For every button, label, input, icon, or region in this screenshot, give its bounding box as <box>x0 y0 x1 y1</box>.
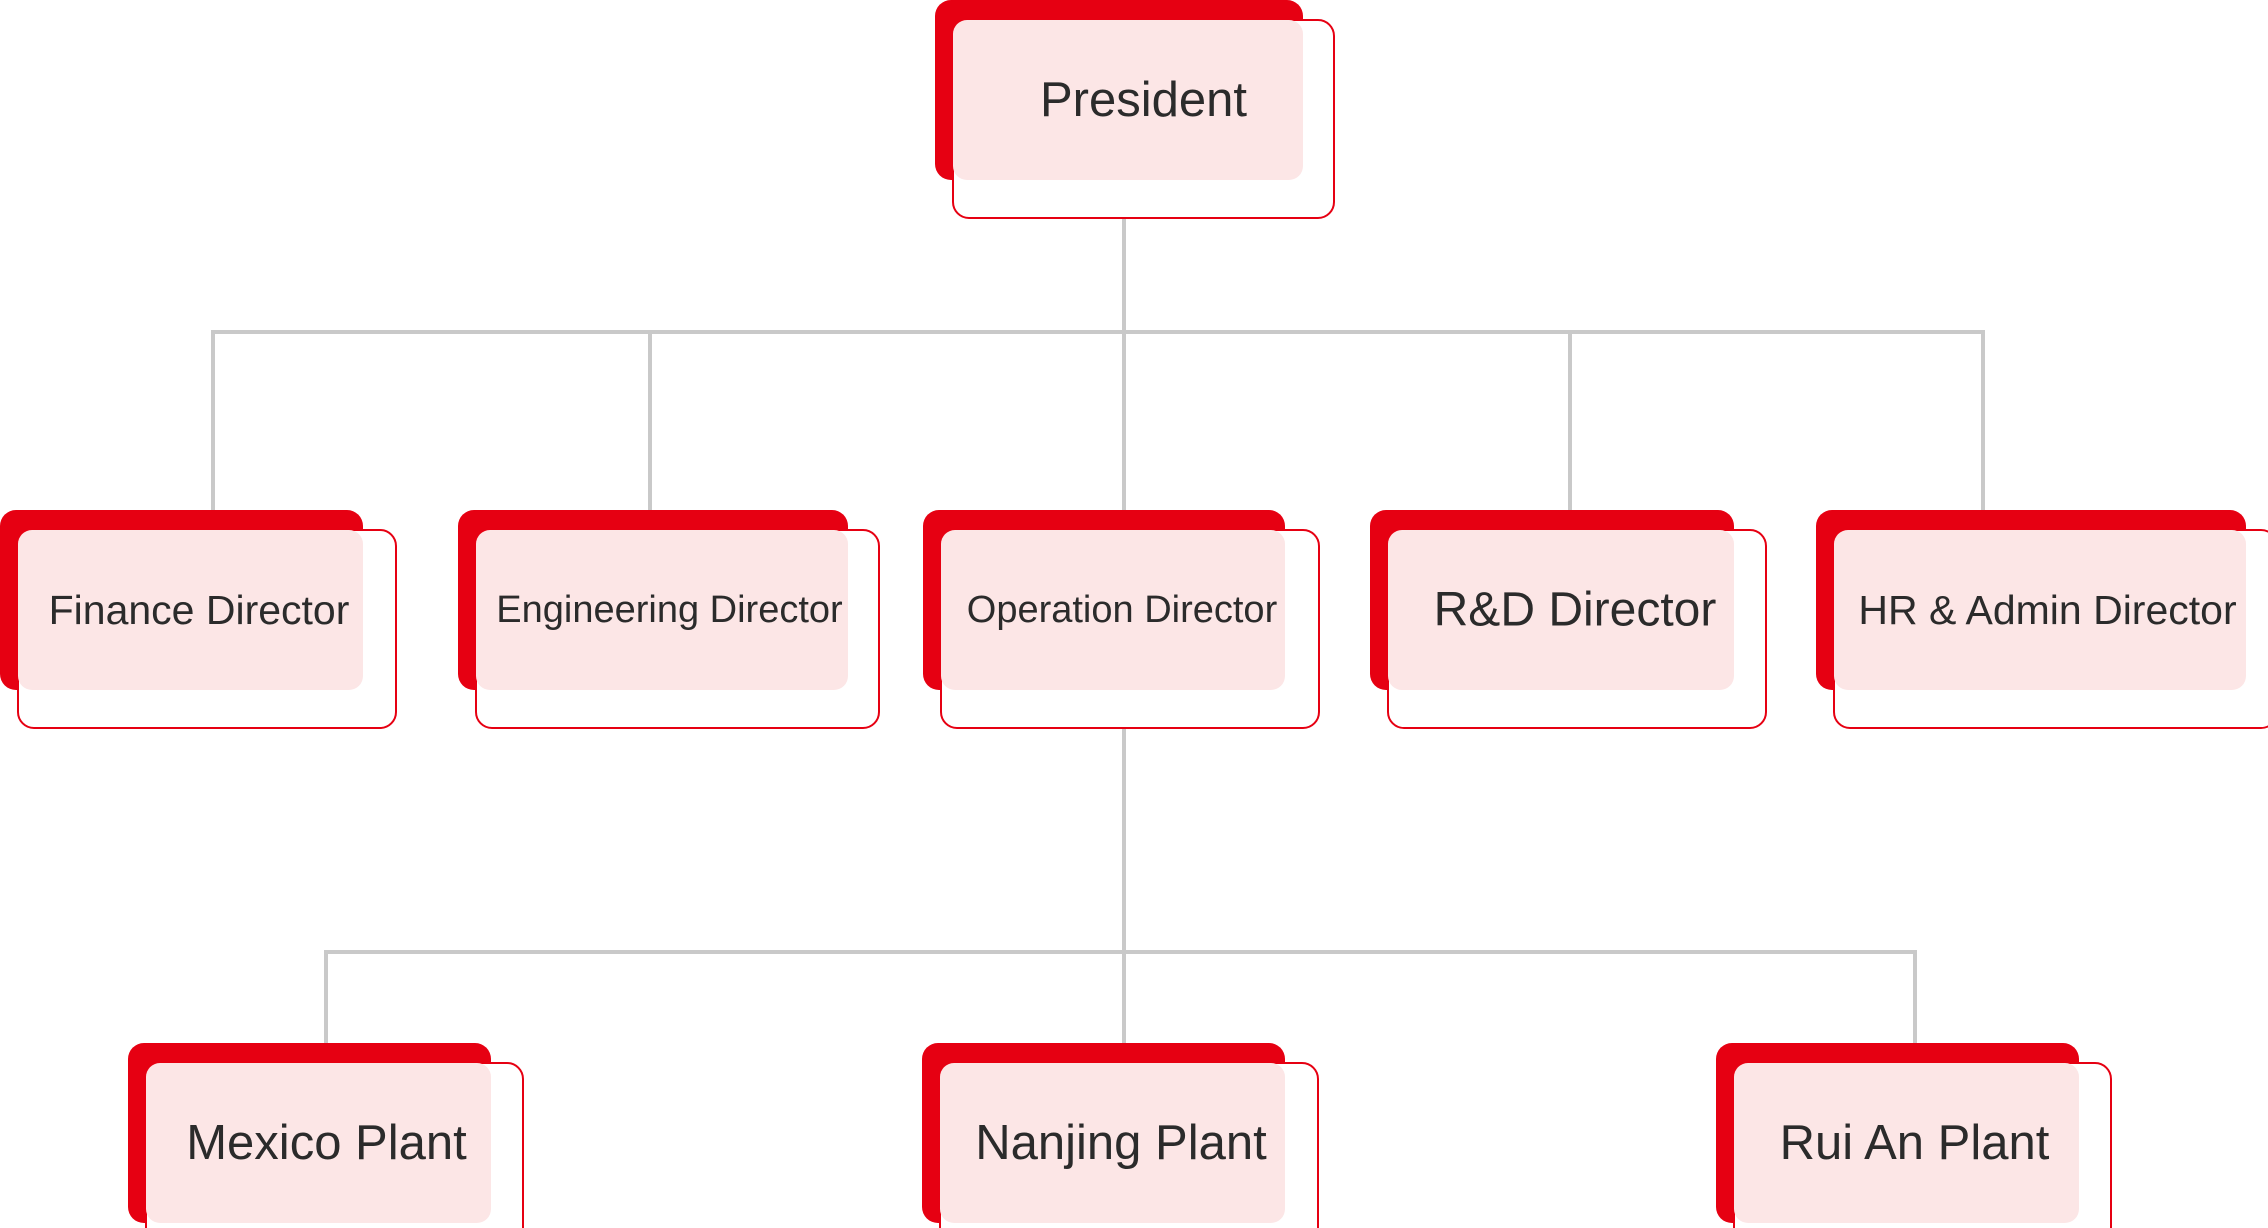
card-body <box>1388 530 1734 690</box>
card-body <box>953 20 1303 180</box>
card-body <box>146 1063 491 1223</box>
card-body <box>18 530 363 690</box>
node-label: Operation Director <box>967 589 1278 631</box>
org-node-engineering-director: Engineering Director <box>458 510 880 729</box>
node-label: President <box>1040 73 1247 127</box>
node-label: Mexico Plant <box>186 1116 467 1170</box>
card-body <box>1834 530 2246 690</box>
node-label: Engineering Director <box>496 589 843 631</box>
node-label: HR & Admin Director <box>1858 587 2236 633</box>
org-node-operation-director: Operation Director <box>923 510 1320 729</box>
card-body <box>476 530 848 690</box>
org-node-rd-director: R&D Director <box>1370 510 1767 729</box>
card-body <box>940 1063 1285 1223</box>
node-label: R&D Director <box>1434 584 1717 637</box>
org-node-mexico-plant: Mexico Plant <box>128 1043 524 1228</box>
card-body <box>1734 1063 2079 1223</box>
org-node-rui-an-plant: Rui An Plant <box>1716 1043 2112 1228</box>
org-node-president: President <box>935 0 1335 219</box>
connector-lines <box>211 216 1985 1045</box>
node-label: Nanjing Plant <box>975 1116 1267 1170</box>
org-node-nanjing-plant: Nanjing Plant <box>922 1043 1319 1228</box>
org-node-hr-admin-director: HR & Admin Director <box>1816 510 2268 729</box>
card-body <box>941 530 1285 690</box>
org-node-finance-director: Finance Director <box>0 510 397 729</box>
node-label: Finance Director <box>49 587 350 633</box>
node-label: Rui An Plant <box>1780 1116 2050 1170</box>
